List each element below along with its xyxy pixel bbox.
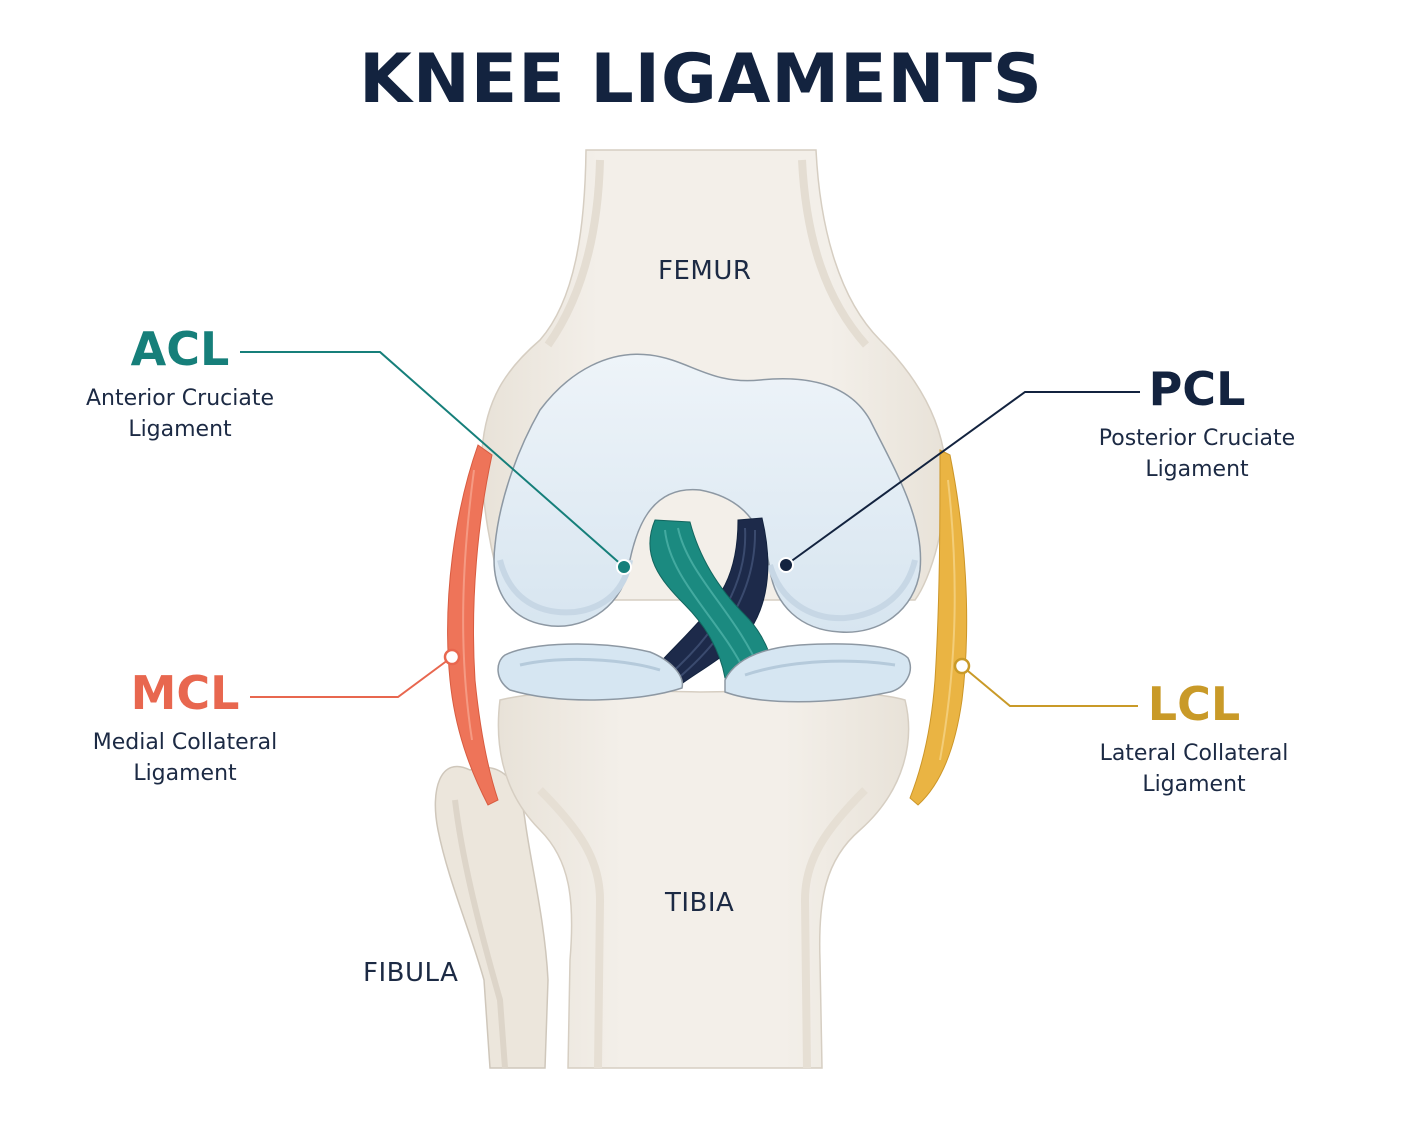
mcl-abbr: MCL bbox=[55, 668, 315, 719]
lcl-pin bbox=[955, 659, 969, 673]
mcl-pin bbox=[445, 650, 459, 664]
acl-full-name: Anterior Cruciate Ligament bbox=[50, 383, 310, 447]
pcl-callout: PCL Posterior Cruciate Ligament bbox=[1067, 364, 1327, 486]
pcl-pin bbox=[779, 558, 793, 572]
mcl-name-line2: Ligament bbox=[55, 758, 315, 790]
pcl-name-line2: Ligament bbox=[1067, 454, 1327, 486]
tibia-label: TIBIA bbox=[665, 888, 734, 918]
pcl-full-name: Posterior Cruciate Ligament bbox=[1067, 423, 1327, 487]
lcl-name-line1: Lateral Collateral bbox=[1064, 738, 1324, 770]
lcl-abbr: LCL bbox=[1064, 679, 1324, 730]
acl-name-line2: Ligament bbox=[50, 414, 310, 446]
mcl-callout: MCL Medial Collateral Ligament bbox=[55, 668, 315, 790]
lcl-callout: LCL Lateral Collateral Ligament bbox=[1064, 679, 1324, 801]
femur-label: FEMUR bbox=[658, 256, 751, 286]
pcl-name-line1: Posterior Cruciate bbox=[1067, 423, 1327, 455]
medial-meniscus bbox=[498, 644, 682, 700]
mcl-name-line1: Medial Collateral bbox=[55, 727, 315, 759]
pcl-abbr: PCL bbox=[1067, 364, 1327, 415]
lcl-full-name: Lateral Collateral Ligament bbox=[1064, 738, 1324, 802]
lcl-name-line2: Ligament bbox=[1064, 769, 1324, 801]
mcl-full-name: Medial Collateral Ligament bbox=[55, 727, 315, 791]
tibia-bone bbox=[498, 691, 908, 1068]
acl-callout: ACL Anterior Cruciate Ligament bbox=[50, 324, 310, 446]
fibula-label: FIBULA bbox=[363, 958, 458, 988]
acl-abbr: ACL bbox=[50, 324, 310, 375]
acl-name-line1: Anterior Cruciate bbox=[50, 383, 310, 415]
acl-pin bbox=[617, 560, 631, 574]
